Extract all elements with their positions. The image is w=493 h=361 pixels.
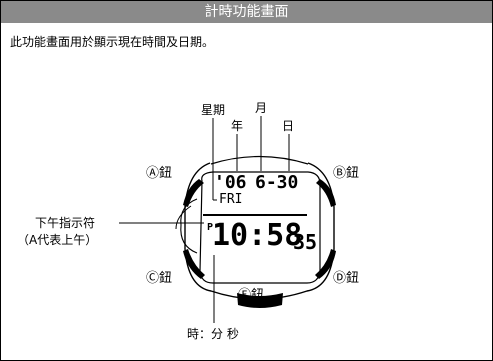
watch-screen — [199, 171, 321, 284]
label-weekday: 星期 — [201, 103, 226, 117]
lcd-weekday: FRI — [219, 192, 243, 207]
label-button-c: Ⓒ鈕 — [146, 271, 173, 286]
label-day: 日 — [282, 119, 295, 133]
page-title: 計時功能畫面 — [1, 1, 492, 23]
lcd-year: '06 — [214, 172, 247, 193]
intro-text: 此功能畫面用於顯示現在時間及日期。 — [10, 35, 215, 49]
lcd-time: 10:58 — [212, 218, 303, 253]
lcd-pm-flag: P — [207, 222, 214, 233]
lcd-month-day: 6-30 — [255, 172, 299, 193]
button-b-shape[interactable] — [316, 179, 336, 207]
button-c-shape[interactable] — [183, 249, 205, 279]
label-button-a: Ⓐ鈕 — [146, 166, 173, 181]
label-month: 月 — [255, 101, 268, 115]
label-year: 年 — [231, 119, 244, 133]
label-hms: 時：分 秒 — [187, 327, 239, 341]
button-a-shape[interactable] — [183, 179, 204, 207]
label-button-b: Ⓑ鈕 — [333, 166, 360, 181]
lcd-seconds: 35 — [293, 230, 318, 254]
label-pm-note: （A代表上午） — [17, 233, 98, 247]
label-button-d: Ⓓ鈕 — [333, 271, 360, 286]
button-e-shape[interactable] — [237, 293, 283, 308]
label-pm-indicator: 下午指示符 — [35, 216, 96, 230]
button-d-shape[interactable] — [315, 249, 336, 279]
label-button-e: Ⓔ鈕 — [238, 288, 265, 303]
